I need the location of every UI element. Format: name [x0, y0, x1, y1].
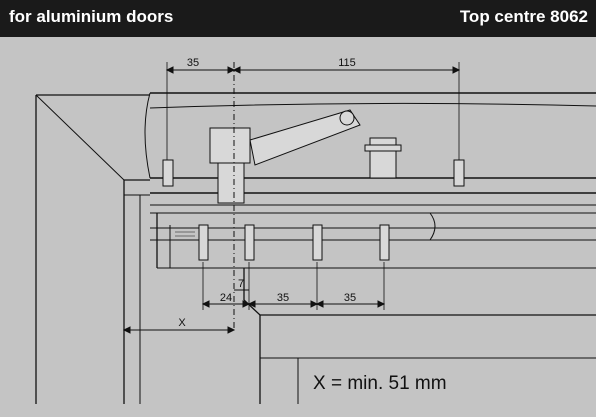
- frame-diagonal-line: [35, 94, 125, 181]
- dim-7: 7: [238, 278, 244, 290]
- closer-plate: [364, 144, 402, 152]
- arm-pivot: [339, 110, 355, 126]
- title-right: Top centre 8062: [459, 7, 588, 26]
- note-min-x: X = min. 51 mm: [313, 373, 447, 394]
- dim-35-b: 35: [344, 292, 356, 304]
- plate-break-right: [429, 212, 436, 241]
- arm-housing: [209, 127, 251, 164]
- rail-break-left: [144, 92, 151, 179]
- dim-x: X: [178, 317, 186, 329]
- rail-inner-top: [149, 102, 596, 109]
- dim-top-115: 115: [338, 57, 356, 69]
- arm-column: [217, 162, 245, 204]
- title-bar: for aluminium doors Top centre 8062: [0, 0, 596, 37]
- x-dimension-arrows: [122, 326, 236, 334]
- door-profile-line: [243, 268, 596, 316]
- bottom-screws: [198, 224, 390, 261]
- top-dimension-arrows: [165, 66, 461, 74]
- technical-drawing: 35 115 7 24 35 35 X X = min. 51 mm: [35, 57, 596, 404]
- top-screws: [162, 159, 465, 187]
- dim-top-35: 35: [187, 57, 199, 69]
- bottom-dimension-arrows: [201, 300, 386, 308]
- dim-24: 24: [220, 292, 232, 304]
- hatch-marks: [175, 231, 195, 241]
- title-left: for aluminium doors: [9, 7, 174, 26]
- arm-lever: [249, 109, 361, 166]
- closer-body: [369, 137, 397, 179]
- dim-35-a: 35: [277, 292, 289, 304]
- drawing-background: [0, 37, 596, 417]
